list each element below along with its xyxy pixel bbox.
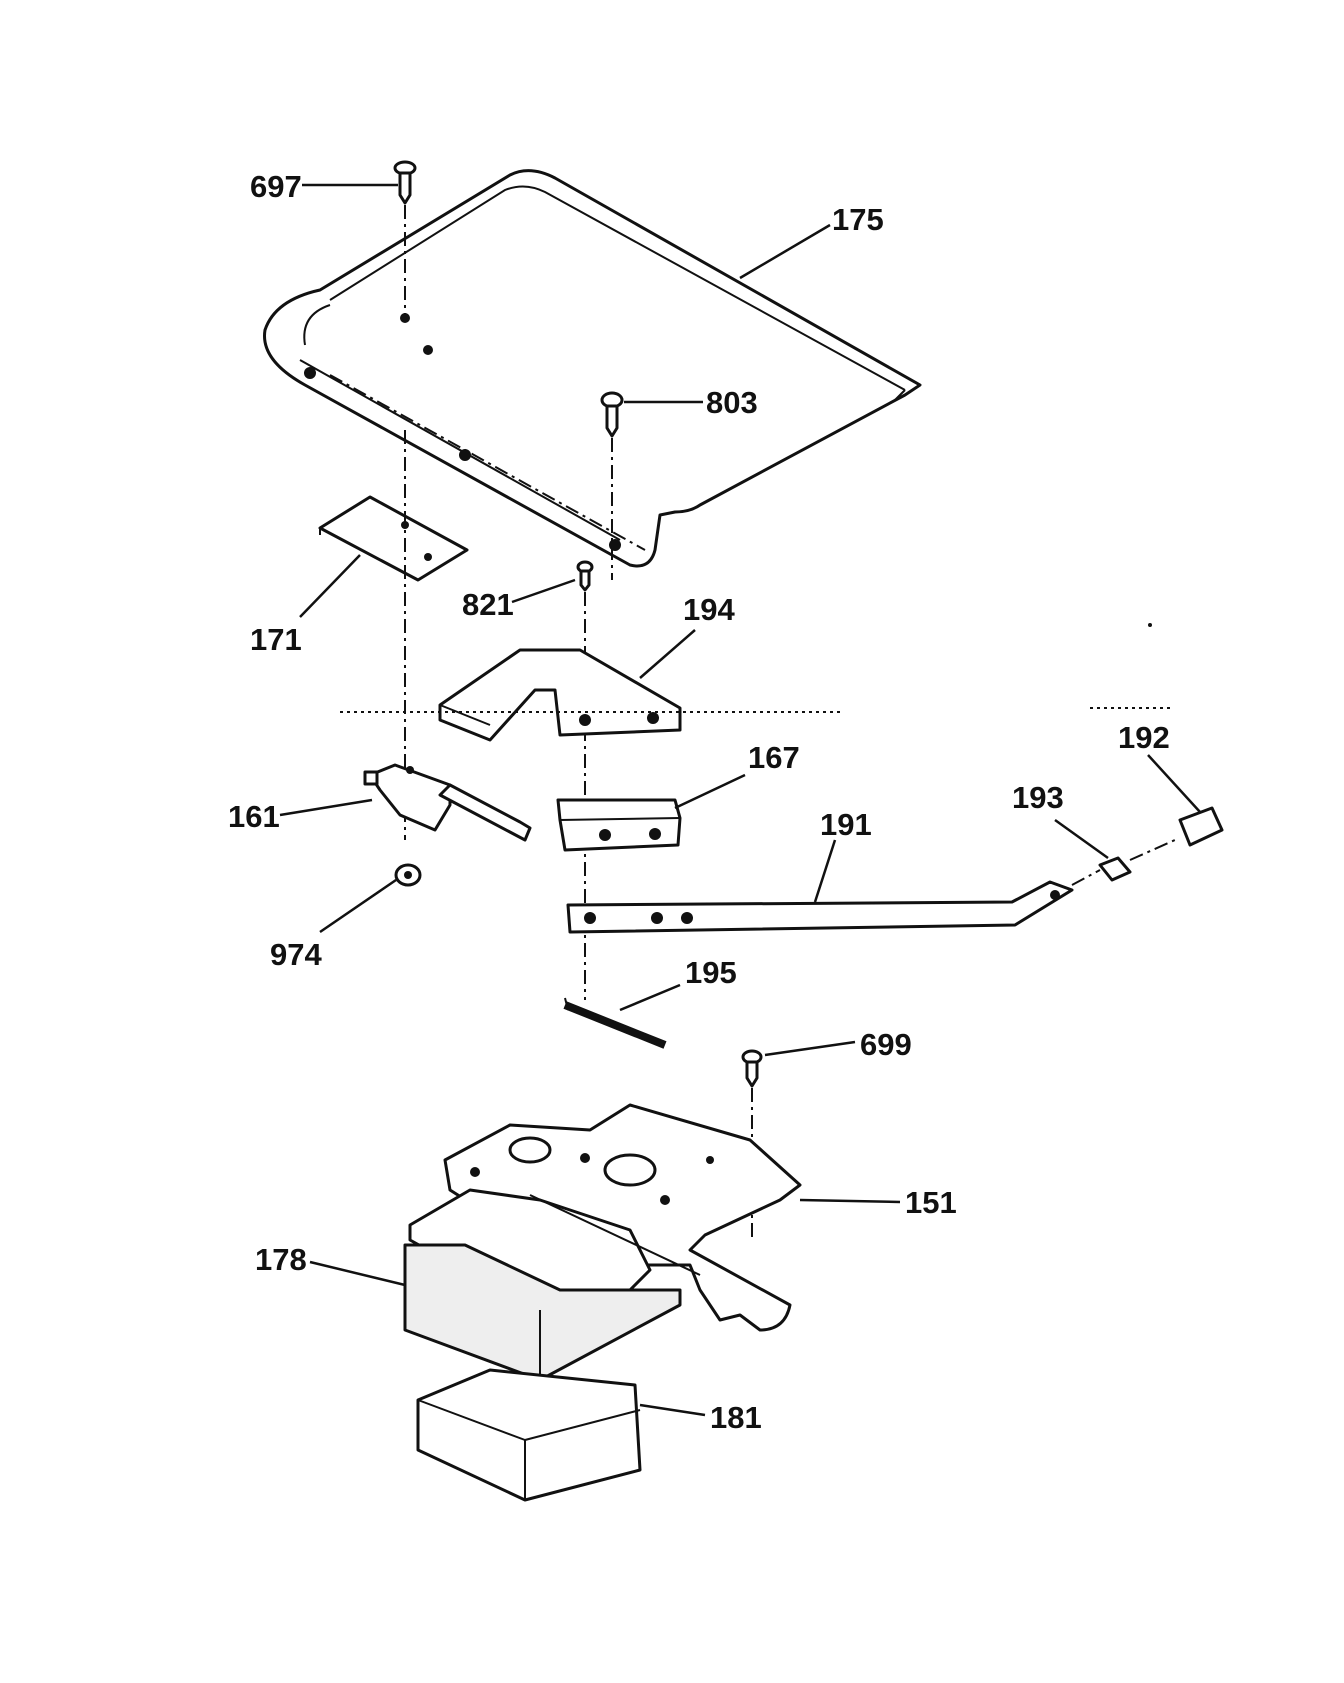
part-192-cap xyxy=(1178,806,1224,847)
part-181-base-block xyxy=(416,1368,642,1502)
part-167-block xyxy=(556,798,682,852)
label-191: 191 xyxy=(820,807,872,842)
label-803: 803 xyxy=(706,385,758,420)
part-193-clip xyxy=(1071,839,1176,886)
part-194-bracket xyxy=(438,648,682,742)
label-697: 697 xyxy=(250,169,302,204)
part-803-screw xyxy=(600,391,624,580)
part-821-screw xyxy=(576,560,594,1000)
label-193: 193 xyxy=(1012,780,1064,815)
label-167: 167 xyxy=(748,740,800,775)
label-161: 161 xyxy=(228,799,280,834)
label-974: 974 xyxy=(270,937,322,972)
label-178: 178 xyxy=(255,1242,307,1277)
label-699: 699 xyxy=(860,1027,912,1062)
label-175: 175 xyxy=(832,202,884,237)
part-191-rod xyxy=(566,880,1074,934)
leader-lines xyxy=(279,183,1201,1417)
label-181: 181 xyxy=(710,1400,762,1435)
label-195: 195 xyxy=(685,955,737,990)
part-171-pad xyxy=(318,430,469,840)
part-178-insulation-block xyxy=(403,1243,682,1382)
label-171: 171 xyxy=(250,622,302,657)
part-697-screw xyxy=(393,160,417,315)
part-195-spring xyxy=(563,997,667,1049)
label-192: 192 xyxy=(1118,720,1170,755)
label-821: 821 xyxy=(462,587,514,622)
part-161-switch xyxy=(363,763,532,842)
label-194: 194 xyxy=(683,592,735,627)
part-974-nut xyxy=(394,863,422,887)
label-151: 151 xyxy=(905,1185,957,1220)
part-175-cover-panel xyxy=(263,169,922,568)
